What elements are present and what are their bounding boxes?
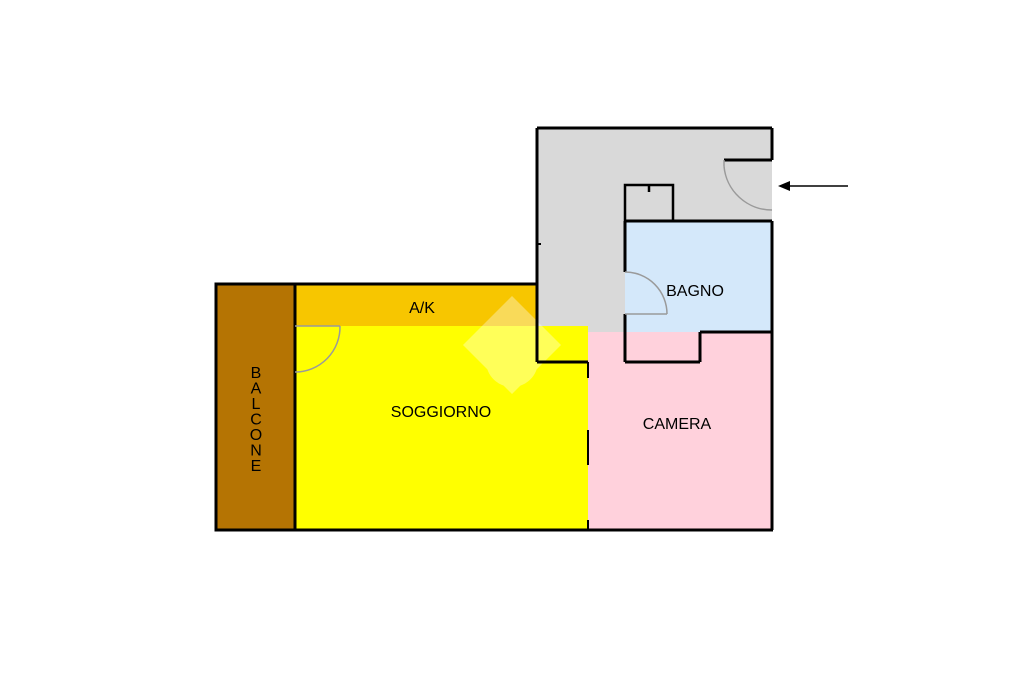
camera-room (588, 332, 772, 530)
door-swings (294, 160, 773, 373)
balcone-room (216, 284, 295, 530)
partitions (537, 243, 589, 530)
camera-room-corner (588, 332, 700, 362)
label-ak: A/K (409, 300, 435, 317)
label-bagno: BAGNO (666, 283, 724, 300)
ak-room (295, 284, 537, 326)
bagno-notch-fill (700, 332, 772, 362)
soggiorno-room (295, 326, 588, 530)
arrow-left-icon (778, 181, 848, 191)
ingresso-room (537, 128, 772, 221)
label-soggiorno: SOGGIORNO (391, 404, 491, 421)
label-camera: CAMERA (643, 416, 712, 433)
